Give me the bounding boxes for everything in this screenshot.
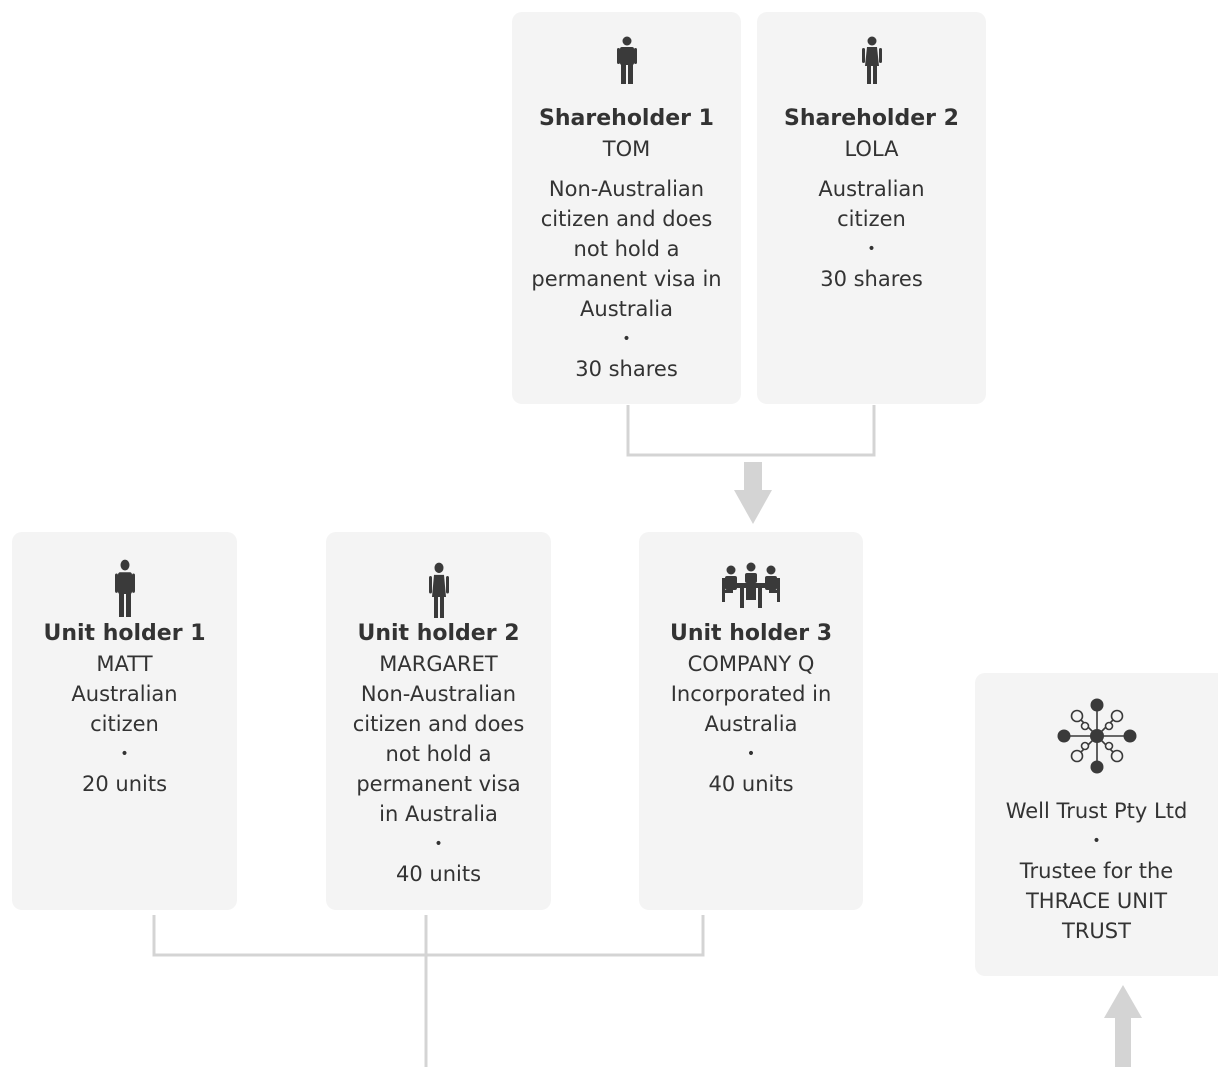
card-description-line: Non-Australian <box>360 682 517 706</box>
card-amount: 40 units <box>708 772 794 796</box>
card-description-line: in Australia <box>379 802 498 826</box>
bullet-separator: • <box>120 746 129 762</box>
woman-icon <box>861 36 883 84</box>
card-title: Unit holder 2 <box>357 621 520 646</box>
bullet-separator: • <box>746 746 756 762</box>
card-description-line: Australia <box>704 712 798 736</box>
card-description-line: THRACE UNIT <box>1025 889 1168 913</box>
card-amount: 30 shares <box>820 267 923 291</box>
card-description-line: citizen and does <box>352 712 525 736</box>
card-description-line: Australian <box>71 682 178 706</box>
card-amount: 30 shares <box>575 357 678 381</box>
man-icon <box>616 36 637 84</box>
card-title: Shareholder 2 <box>784 106 959 131</box>
card-description-line: Incorporated in <box>670 682 832 706</box>
unit-holder-1-card: Unit holder 1 MATT Australian citizen • … <box>12 532 237 910</box>
card-description-line: citizen <box>837 207 906 231</box>
man-icon <box>114 559 135 617</box>
card-description-line: Non-Australian <box>548 177 705 201</box>
unit-holders-bracket <box>152 915 705 957</box>
card-amount: 40 units <box>395 862 482 886</box>
card-name: TOM <box>602 137 651 161</box>
card-name: LOLA <box>844 137 899 161</box>
card-title: Unit holder 1 <box>43 621 206 646</box>
arrow-up-icon <box>1104 985 1142 1067</box>
shareholder-1-card: Shareholder 1 TOM Non-Australian citizen… <box>512 12 741 404</box>
trustee-card: Well Trust Pty Ltd • Trustee for the THR… <box>975 673 1218 976</box>
card-name: MARGARET <box>379 652 498 676</box>
bullet-separator: • <box>622 331 631 347</box>
shareholders-bracket <box>626 405 876 457</box>
card-description-line: not hold a <box>385 742 492 766</box>
card-title: Shareholder 1 <box>539 106 714 131</box>
card-description-line: Australian <box>818 177 925 201</box>
card-description-line: Trustee for the <box>1019 859 1174 883</box>
woman-icon <box>428 562 450 618</box>
card-description-line: not hold a <box>573 237 680 261</box>
unit-holder-2-card: Unit holder 2 MARGARET Non-Australian ci… <box>326 532 551 910</box>
card-description-line: TRUST <box>1062 919 1131 943</box>
card-title: Unit holder 3 <box>669 621 833 646</box>
card-description-line: permanent visa <box>356 772 521 796</box>
card-description-line: citizen <box>90 712 159 736</box>
bullet-separator: • <box>1092 833 1101 849</box>
shareholder-2-card: Shareholder 2 LOLA Australian citizen • … <box>757 12 986 404</box>
card-description-line: Australia <box>580 297 673 321</box>
card-description-line: permanent visa in <box>531 267 722 291</box>
card-amount: 20 units <box>81 772 168 796</box>
bullet-separator: • <box>434 836 443 852</box>
card-name: COMPANY Q <box>687 652 815 676</box>
card-name: Well Trust Pty Ltd <box>1005 799 1188 823</box>
card-name: MATT <box>96 652 153 676</box>
arrow-down-icon <box>734 462 772 524</box>
unit-holder-3-card: Unit holder 3 COMPANY Q Incorporated in … <box>639 532 863 910</box>
bullet-separator: • <box>867 241 876 257</box>
meeting-table-icon <box>720 562 782 608</box>
card-description-line: citizen and does <box>540 207 713 231</box>
network-icon <box>1057 698 1137 774</box>
